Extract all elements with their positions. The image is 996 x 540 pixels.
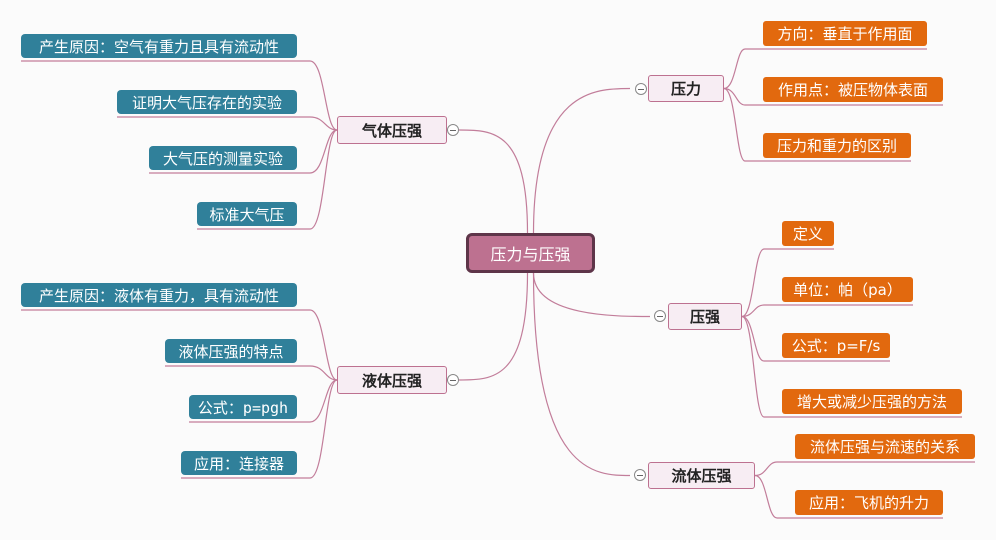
topic-gas-pressure[interactable]: 气体压强 [337, 116, 447, 144]
subtopic[interactable]: 单位：帕（pa） [782, 277, 913, 302]
connector-line [741, 304, 913, 318]
subtopic[interactable]: 流体压强与流速的关系 [795, 434, 975, 459]
central-topic[interactable]: 压力与压强 [466, 233, 595, 273]
collapse-toggle[interactable] [447, 374, 459, 386]
connector-line [458, 272, 529, 381]
topic-force[interactable]: 压力 [648, 75, 724, 102]
topic-pressure[interactable]: 压强 [668, 303, 742, 330]
topic-liquid-pressure[interactable]: 液体压强 [337, 366, 447, 394]
subtopic[interactable]: 公式：p=F/s [782, 333, 890, 358]
subtopic[interactable]: 大气压的测量实验 [149, 146, 297, 170]
collapse-toggle[interactable] [447, 124, 459, 136]
subtopic[interactable]: 作用点：被压物体表面 [763, 77, 943, 102]
connector-line [165, 365, 338, 381]
subtopic[interactable]: 定义 [782, 221, 834, 246]
subtopic[interactable]: 标准大气压 [197, 202, 297, 226]
collapse-toggle[interactable] [635, 83, 647, 95]
subtopic[interactable]: 应用：飞机的升力 [795, 490, 943, 515]
subtopic[interactable]: 压力和重力的区别 [763, 133, 911, 158]
subtopic[interactable]: 证明大气压存在的实验 [117, 90, 297, 114]
connector-line [532, 272, 651, 318]
collapse-toggle[interactable] [654, 310, 666, 322]
subtopic[interactable]: 产生原因：液体有重力，具有流动性 [21, 283, 297, 307]
connector-line [532, 272, 631, 477]
collapse-toggle[interactable] [634, 469, 646, 481]
connector-line [532, 87, 631, 234]
connector-line [117, 116, 338, 131]
connector-line [458, 129, 529, 234]
topic-fluid-pressure[interactable]: 流体压强 [648, 462, 755, 489]
subtopic[interactable]: 应用：连接器 [181, 451, 297, 475]
subtopic[interactable]: 公式：p=pgh [189, 395, 297, 419]
subtopic[interactable]: 增大或减少压强的方法 [782, 389, 962, 414]
subtopic[interactable]: 液体压强的特点 [165, 339, 297, 363]
subtopic[interactable]: 方向：垂直于作用面 [763, 21, 927, 46]
subtopic[interactable]: 产生原因：空气有重力且具有流动性 [21, 34, 297, 58]
connector-line [754, 461, 975, 477]
